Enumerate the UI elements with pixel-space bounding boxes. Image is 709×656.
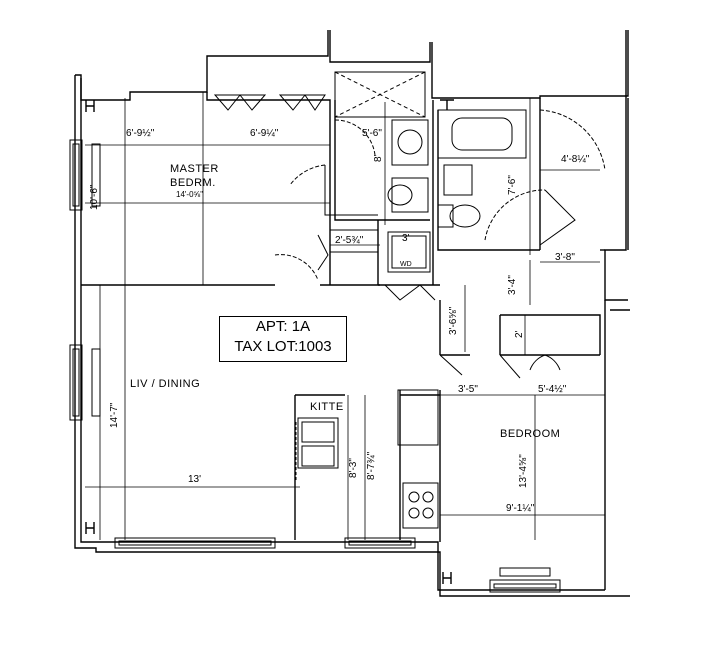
dim-bedroom-door: 3'-5" [458,384,478,395]
dim-closet-width: 2'-5¾" [335,235,364,246]
apt-number: APT: 1A [255,318,311,335]
dim-living-width: 13' [188,474,201,485]
dim-bedroom-height: 13'-4⅝" [518,454,529,488]
dim-master-height: 10'-6" [89,184,100,210]
unit-label-box: APT: 1A TAX LOT:1003 [219,316,347,362]
tax-lot: TAX LOT:1003 [234,338,332,355]
dim-hall-height: 3'-4" [507,275,518,295]
fixtures [297,71,527,529]
room-label-kitchen: KITTE [310,401,344,413]
dim-hall2-height: 3'-6⅝" [448,306,459,335]
room-label-living-dining: LIV / DINING [130,378,200,390]
master-room-dim: 14'-0⅝" [176,190,203,199]
windows [69,94,561,593]
dim-bath1-width: 5'-6" [362,128,382,139]
room-label-master-line1: MASTER [170,163,219,175]
doors [274,109,606,480]
dim-bedroom-closet-width: 5'-4½" [538,384,567,395]
dim-kitchen-height-2: 8'-7¾" [366,451,377,480]
dim-closet2-height: 2' [514,330,525,338]
dim-master-width-1: 6'-9½" [126,128,155,139]
dim-living-height: 14'-7" [109,402,120,428]
dimension-lines [85,92,605,540]
washer-dryer-label: WD [400,261,412,268]
dim-master-width-2: 6'-9¼" [250,127,279,139]
room-label-bedroom: BEDROOM [500,428,560,440]
room-label-master-line2: BEDRM. [170,177,216,189]
dim-bath1-height: 8' [373,154,384,162]
dim-hall-width: 3'-8" [555,252,575,263]
dim-closet-3: 3' [402,233,410,244]
dim-bath2-width: 4'-8¼" [561,153,590,165]
dim-bedroom-width: 9'-1¼" [506,502,535,514]
column-marks [85,99,454,584]
interior-walls [81,92,605,542]
exterior-walls [74,30,630,597]
dim-kitchen-height: 8'-3" [348,458,359,478]
dim-bath2-height: 7'-6" [507,175,518,195]
